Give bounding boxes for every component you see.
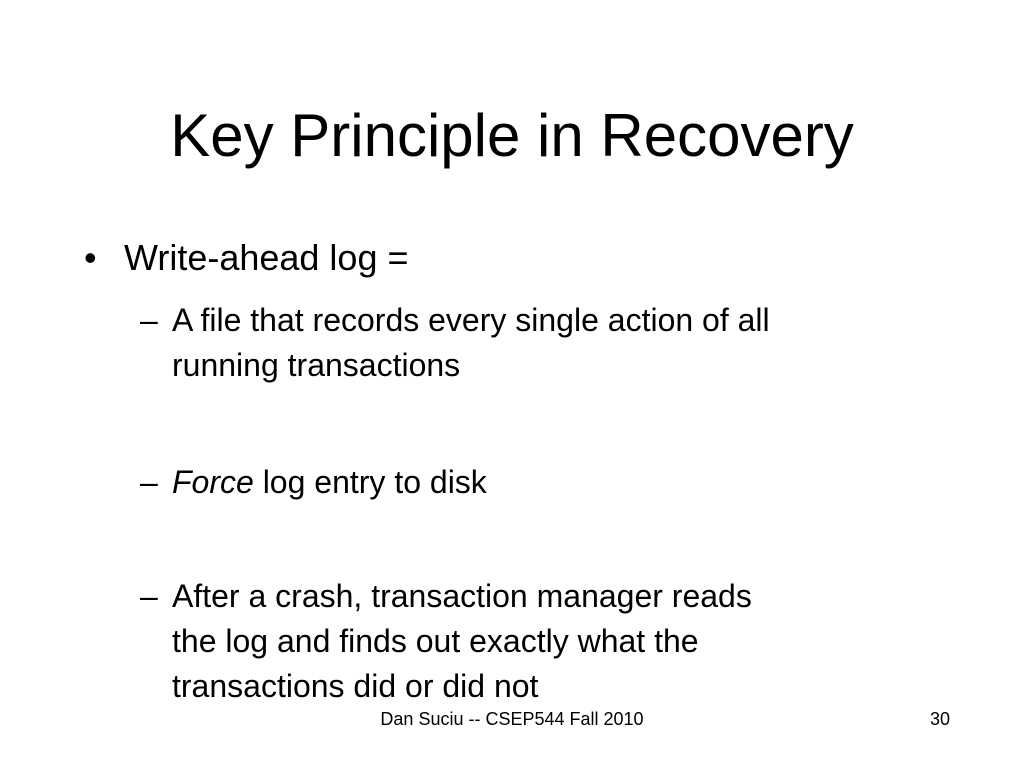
subbullet-emphasis: Force [172, 464, 254, 500]
subbullet-file-records: – A file that records every single actio… [140, 298, 770, 388]
subbullet-line: running transactions [172, 347, 461, 383]
subbullet-force-log: – Force log entry to disk [140, 460, 487, 505]
subbullet-rest: log entry to disk [253, 464, 487, 500]
subbullet-dash: – [140, 302, 158, 338]
subbullet-line: transactions did or did not [172, 668, 539, 704]
bullet-text: Write-ahead log = [124, 237, 409, 278]
bullet-marker: • [84, 237, 97, 278]
footer-page-number: 30 [929, 709, 950, 729]
subbullet-dash: – [140, 464, 158, 500]
bullet-write-ahead-log: • Write-ahead log = [84, 235, 409, 281]
subbullet-line: the log and finds out exactly what the [172, 623, 699, 659]
footer-course: Dan Suciu -- CSEP544 Fall 2010 [380, 709, 644, 729]
slide-title: Key Principle in Recovery [170, 102, 854, 169]
subbullet-after-crash: – After a crash, transaction manager rea… [140, 574, 752, 709]
subbullet-line: After a crash, transaction manager reads [172, 578, 752, 614]
subbullet-line: A file that records every single action … [172, 302, 770, 338]
subbullet-dash: – [140, 578, 158, 614]
subbullet-line: Force log entry to disk [140, 460, 487, 505]
